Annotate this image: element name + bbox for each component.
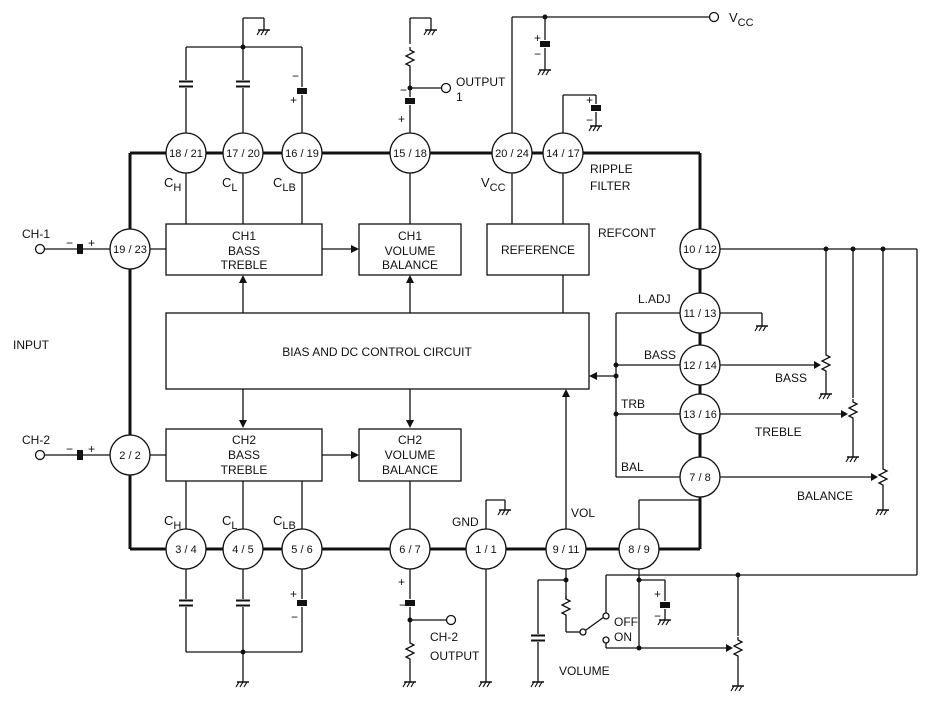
svg-text:−: − [534,47,541,61]
bottom-pins: 3 / 4 4 / 5 5 / 6 6 / 7 1 / 1 9 / 11 8 /… [165,528,660,570]
svg-text:BASS: BASS [644,348,676,362]
svg-text:+: + [398,112,405,126]
svg-text:CH-2: CH-2 [22,433,50,447]
external-top: − + − + OUTPUT 1 + − VCC [178,10,754,133]
pin-10-12: 10 / 12 [683,244,717,256]
svg-text:CH1: CH1 [398,229,422,243]
pin-8-9: 8 / 9 [628,544,649,556]
svg-text:VOLUME: VOLUME [385,448,436,462]
svg-text:BALANCE: BALANCE [382,463,438,477]
svg-text:TREBLE: TREBLE [755,425,802,439]
svg-text:RIPPLE: RIPPLE [590,162,633,176]
svg-text:+: + [586,93,593,107]
pin-5-6: 5 / 6 [291,544,312,556]
svg-text:+: + [290,587,297,601]
block-ch1-tone: CH1 BASS TREBLE [165,223,323,276]
pin-18-21: 18 / 21 [169,148,203,160]
pin-labels: CH CL CLB VCC RIPPLE FILTER CH CL CLB [164,162,633,532]
pin-9-11: 9 / 11 [553,544,580,556]
svg-text:CLB: CLB [273,513,296,532]
svg-text:−: − [66,236,73,250]
block-ch2-volume: CH2 VOLUME BALANCE [358,428,462,482]
svg-text:−: − [292,69,299,83]
pin-15-18: 15 / 18 [393,148,427,160]
right-pins: 10 / 12 11 / 13 12 / 14 13 / 16 7 / 8 [679,228,721,498]
svg-text:+: + [88,442,95,456]
block-ch1-volume: CH1 VOLUME BALANCE [358,223,462,276]
svg-text:L.ADJ: L.ADJ [638,292,671,306]
svg-text:−: − [66,442,73,456]
svg-text:BAL: BAL [621,460,644,474]
svg-text:+: + [398,575,405,589]
svg-text:BALANCE: BALANCE [797,489,853,503]
svg-text:+: + [534,31,541,45]
pin-7-8: 7 / 8 [689,472,710,484]
svg-text:VOLUME: VOLUME [559,664,610,678]
pin-2-2: 2 / 2 [119,450,140,462]
pin-14-17: 14 / 17 [546,148,580,160]
svg-text:FILTER: FILTER [590,179,631,193]
svg-text:BIAS AND DC CONTROL CIRCUIT: BIAS AND DC CONTROL CIRCUIT [282,345,472,359]
svg-text:BASS: BASS [775,371,807,385]
svg-text:CH2: CH2 [232,433,256,447]
svg-text:−: − [654,609,661,623]
svg-text:CH-1: CH-1 [22,227,50,241]
pin-6-7: 6 / 7 [399,544,420,556]
svg-text:OUTPUT: OUTPUT [430,649,480,663]
block-reference: REFERENCE [486,223,590,276]
svg-text:VOLUME: VOLUME [385,244,436,258]
svg-text:ON: ON [614,630,632,644]
svg-text:CL: CL [222,513,238,532]
pin-16-19: 16 / 19 [285,148,319,160]
svg-text:CH-2: CH-2 [430,630,458,644]
svg-text:INPUT: INPUT [13,338,50,352]
svg-text:TREBLE: TREBLE [221,258,268,272]
svg-text:TREBLE: TREBLE [221,463,268,477]
svg-text:GND: GND [452,515,479,529]
svg-text:CL: CL [222,175,238,194]
svg-text:+: + [290,93,297,107]
svg-text:CLB: CLB [273,175,296,194]
svg-text:CH2: CH2 [398,433,422,447]
pin-3-4: 3 / 4 [175,544,196,556]
svg-text:−: − [399,598,406,612]
svg-text:+: + [88,236,95,250]
external-inputs: − + CH-1 INPUT − + CH-2 [13,227,110,461]
svg-text:−: − [586,113,593,127]
top-pins: 18 / 21 17 / 20 16 / 19 15 / 18 20 / 24 … [165,132,584,174]
left-pins: 19 / 23 2 / 2 [109,228,151,476]
svg-text:CH: CH [164,175,181,194]
pin-20-24: 20 / 24 [495,148,529,160]
svg-text:BALANCE: BALANCE [382,258,438,272]
svg-text:VOL: VOL [571,506,595,520]
pin-17-20: 17 / 20 [226,148,260,160]
pin-4-5: 4 / 5 [232,544,253,556]
external-bottom: + − + − CH-2 OUTPUT GND [178,499,917,692]
pin-13-16: 13 / 16 [683,409,717,421]
svg-text:VCC: VCC [481,175,506,194]
svg-text:CH: CH [164,513,181,532]
svg-text:+: + [654,587,661,601]
svg-text:BASS: BASS [228,448,260,462]
pin-19-23: 19 / 23 [113,244,147,256]
block-ch2-tone: CH2 BASS TREBLE [165,428,323,482]
svg-text:−: − [291,610,298,624]
svg-text:BASS: BASS [228,244,260,258]
svg-text:OFF: OFF [614,615,638,629]
svg-text:OUTPUT: OUTPUT [456,75,506,89]
external-right: REFCONT L.ADJ BASS TRB BAL BASS TREBLE B… [598,226,918,575]
svg-text:−: − [400,83,407,97]
svg-text:VCC: VCC [729,10,754,29]
svg-text:REFCONT: REFCONT [598,226,657,240]
svg-text:REFERENCE: REFERENCE [501,243,575,257]
svg-text:TRB: TRB [621,397,645,411]
svg-text:1: 1 [456,90,463,104]
svg-text:CH1: CH1 [232,229,256,243]
pin-12-14: 12 / 14 [683,360,717,372]
block-bias: BIAS AND DC CONTROL CIRCUIT [165,312,590,390]
pin-11-13: 11 / 13 [684,308,717,320]
pin-1-1: 1 / 1 [475,544,496,556]
